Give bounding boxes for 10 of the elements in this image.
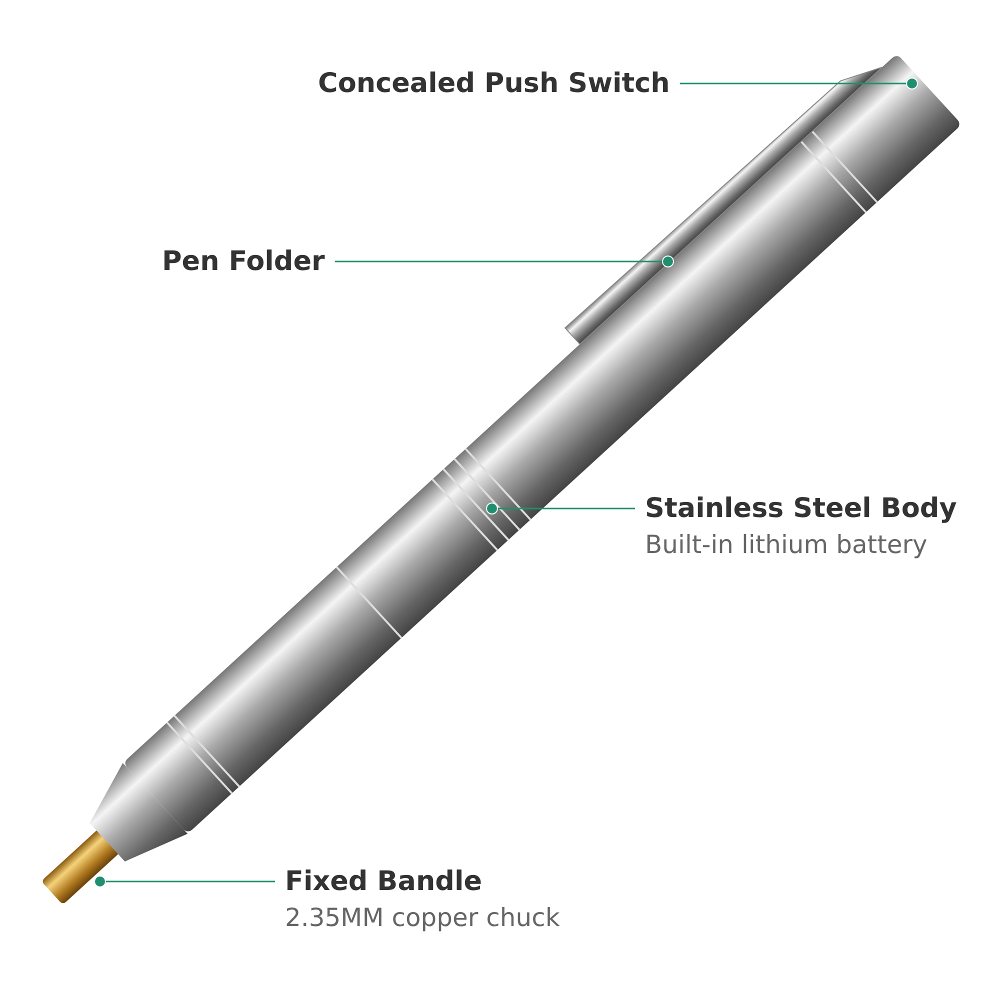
callout-label: Pen Folder bbox=[162, 246, 325, 277]
callout-label: Stainless Steel Body bbox=[645, 493, 957, 524]
callout-label: Fixed Bandle bbox=[285, 866, 484, 897]
leader-line bbox=[94, 876, 275, 888]
callout-description: Built-in lithium battery bbox=[645, 530, 928, 559]
leader-line bbox=[486, 502, 635, 514]
callout-description: 2.35MM copper chuck bbox=[285, 903, 560, 932]
callout-label: Concealed Push Switch bbox=[318, 68, 670, 99]
leader-line bbox=[680, 78, 918, 90]
leader-line bbox=[334, 256, 674, 268]
